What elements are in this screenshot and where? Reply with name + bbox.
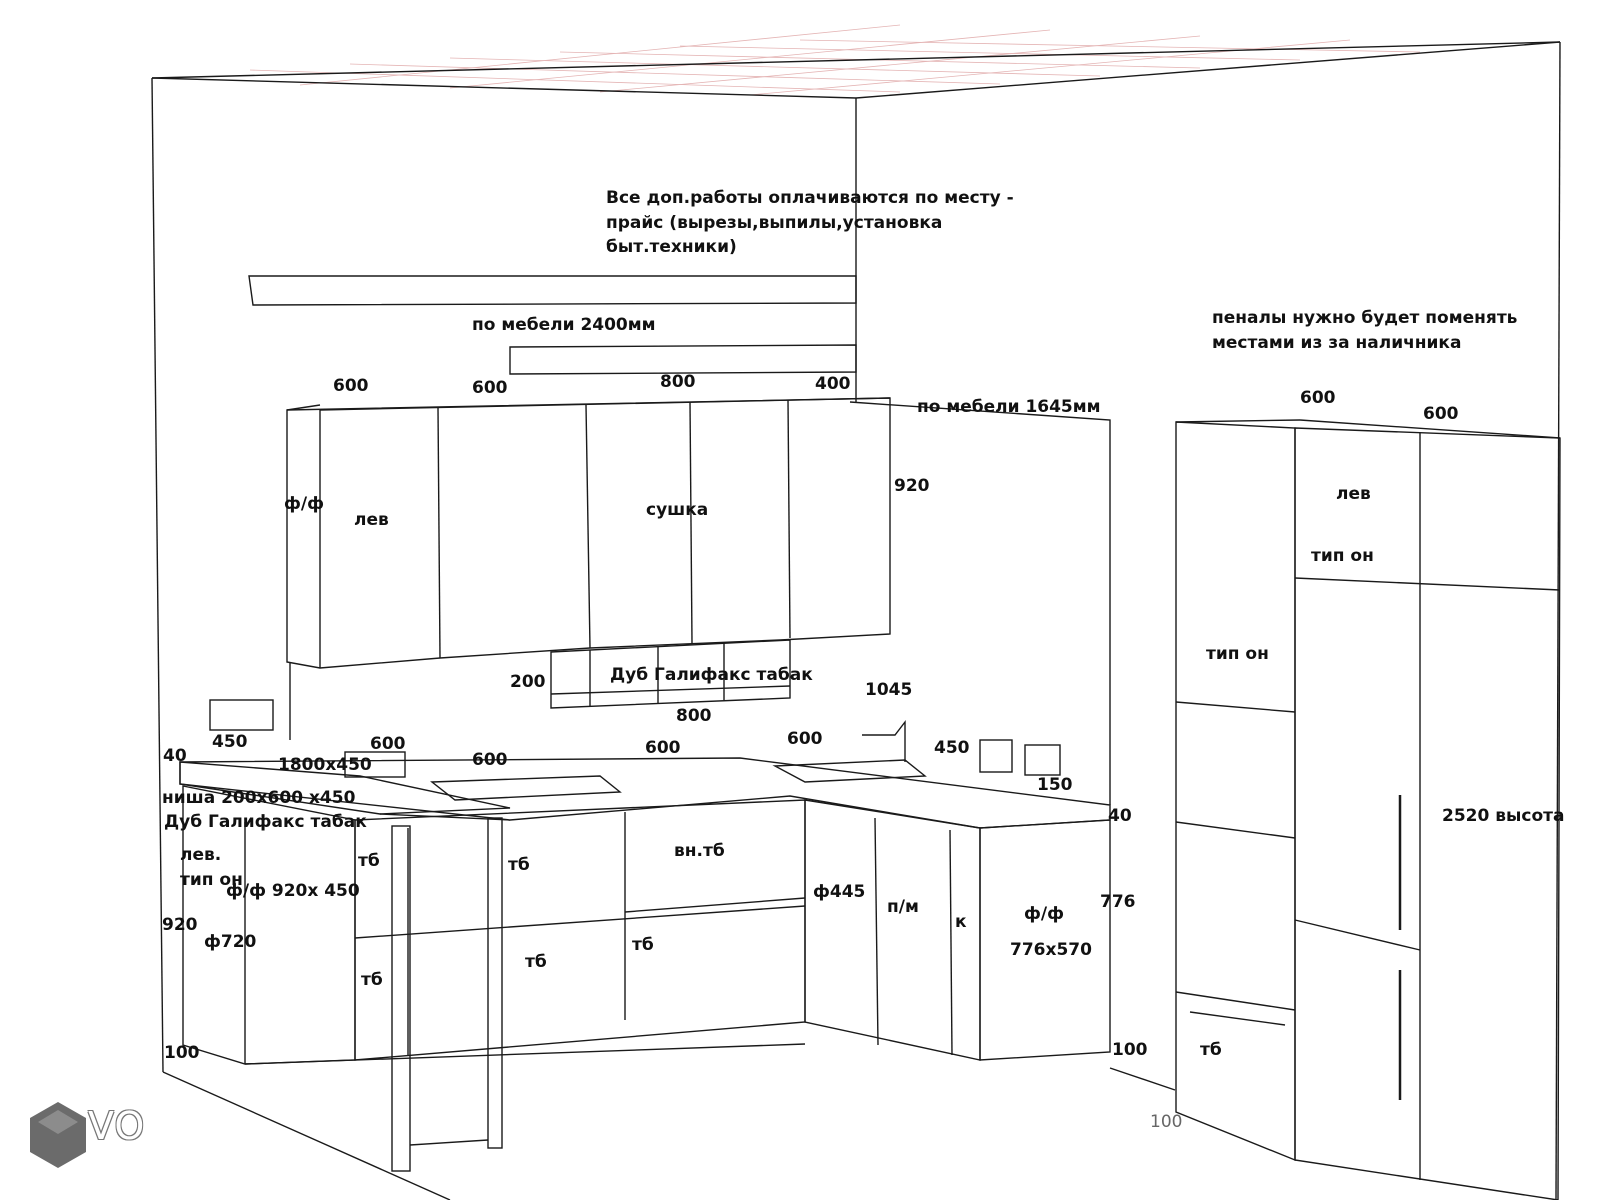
lower-type-on: тип он [180, 870, 243, 890]
tall-type-on-left: тип он [1206, 644, 1269, 664]
lower-top-thickness-right: 40 [1108, 806, 1132, 826]
lower-width-6: 450 [934, 738, 970, 758]
note-pencil-swap-line1: пеналы нужно будет поменять [1212, 308, 1518, 328]
bar-size: 1800х450 [278, 755, 372, 775]
tall-width-2: 600 [1423, 404, 1459, 424]
drawer-tb-5: тб [632, 935, 654, 955]
drawer-tb-3: тб [361, 970, 383, 990]
tall-drawer-tb: тб [1200, 1040, 1222, 1060]
lower-width-2: 600 [370, 734, 406, 754]
ceiling-grid [249, 24, 1421, 96]
upper-width-1: 600 [333, 376, 369, 396]
wall-sockets [209, 699, 1061, 778]
corner-size: 776х570 [1010, 940, 1092, 960]
hexagon-logo-icon [30, 1102, 86, 1168]
corner-facade: ф/ф [1024, 904, 1064, 924]
side-height-1045: 1045 [865, 680, 913, 700]
note-extra-works-line3: быт.техники) [606, 237, 737, 258]
dishwasher-label: п/м [887, 897, 919, 917]
niche-height: 200 [510, 672, 546, 692]
tall-type-on-top: тип он [1311, 546, 1374, 566]
drawer-tb-1: тб [358, 851, 380, 871]
tall-left: лев [1336, 484, 1371, 504]
lower-height-920: 920 [162, 915, 198, 935]
niche-material-lower: Дуб Галифакс табак [164, 812, 367, 832]
note-extra-works: Все доп.работы оплачиваются по месту - п… [606, 186, 1014, 260]
upper-cabinets [286, 397, 891, 669]
upper-width-2: 600 [472, 378, 508, 398]
plinth-left: 100 [164, 1043, 200, 1063]
note-pencil-swap-line2: местами из за наличника [1212, 332, 1462, 353]
upper-facade: ф/ф [284, 494, 324, 514]
note-extra-works-line1: Все доп.работы оплачиваются по месту - [606, 188, 1014, 208]
drawer-tb-2: тб [508, 855, 530, 875]
lower-height-776: 776 [1100, 892, 1136, 912]
lower-facade-size: ф/ф 920х 450 [226, 881, 360, 901]
lower-width-5: 600 [787, 729, 823, 749]
bar-legs [391, 817, 503, 1172]
tall-width-1: 600 [1300, 388, 1336, 408]
upper-width-3: 800 [660, 372, 696, 392]
backsplash-panel [289, 401, 1111, 805]
ceiling-ledges [248, 275, 857, 375]
lower-k: к [955, 912, 967, 932]
label-height-2520: 2520 высота [1442, 806, 1565, 826]
upper-dryer: сушка [646, 500, 709, 520]
tall-plinth: 100 [1150, 1112, 1183, 1132]
lower-facade-720: ф720 [204, 932, 257, 952]
drawer-tb-4: тб [525, 952, 547, 972]
note-furniture-2400: по мебели 2400мм [472, 315, 656, 335]
lower-cabinets [182, 785, 1111, 1065]
note-furniture-1645: по мебели 1645мм [917, 397, 1101, 417]
upper-height: 920 [894, 476, 930, 496]
niche-material-upper: Дуб Галифакс табак [610, 665, 813, 685]
drawer-inner-tb: вн.тб [674, 841, 725, 861]
note-pencil-swap: пеналы нужно будет поменять местами из з… [1212, 306, 1517, 355]
lower-left-open: лев. [180, 845, 222, 865]
upper-left: лев [354, 510, 389, 530]
niche-width: 800 [676, 706, 712, 726]
gap-150: 150 [1037, 775, 1073, 795]
brand-logo-text: VO [88, 1104, 146, 1148]
upper-width-4: 400 [815, 374, 851, 394]
lower-top-thickness-left: 40 [163, 746, 187, 766]
tall-cabinets [1175, 419, 1561, 1200]
lower-width-4: 600 [645, 738, 681, 758]
lower-facade-445: ф445 [813, 882, 866, 902]
lower-width-1: 450 [212, 732, 248, 752]
plinth-right: 100 [1112, 1040, 1148, 1060]
open-niche-shelf [550, 639, 791, 709]
room-walls [151, 41, 1561, 1200]
niche-size: ниша 200х600 х450 [162, 788, 356, 808]
brand-logo: VO [28, 1100, 168, 1170]
note-extra-works-line2: прайс (вырезы,выпилы,установка [606, 212, 943, 233]
lower-width-3: 600 [472, 750, 508, 770]
